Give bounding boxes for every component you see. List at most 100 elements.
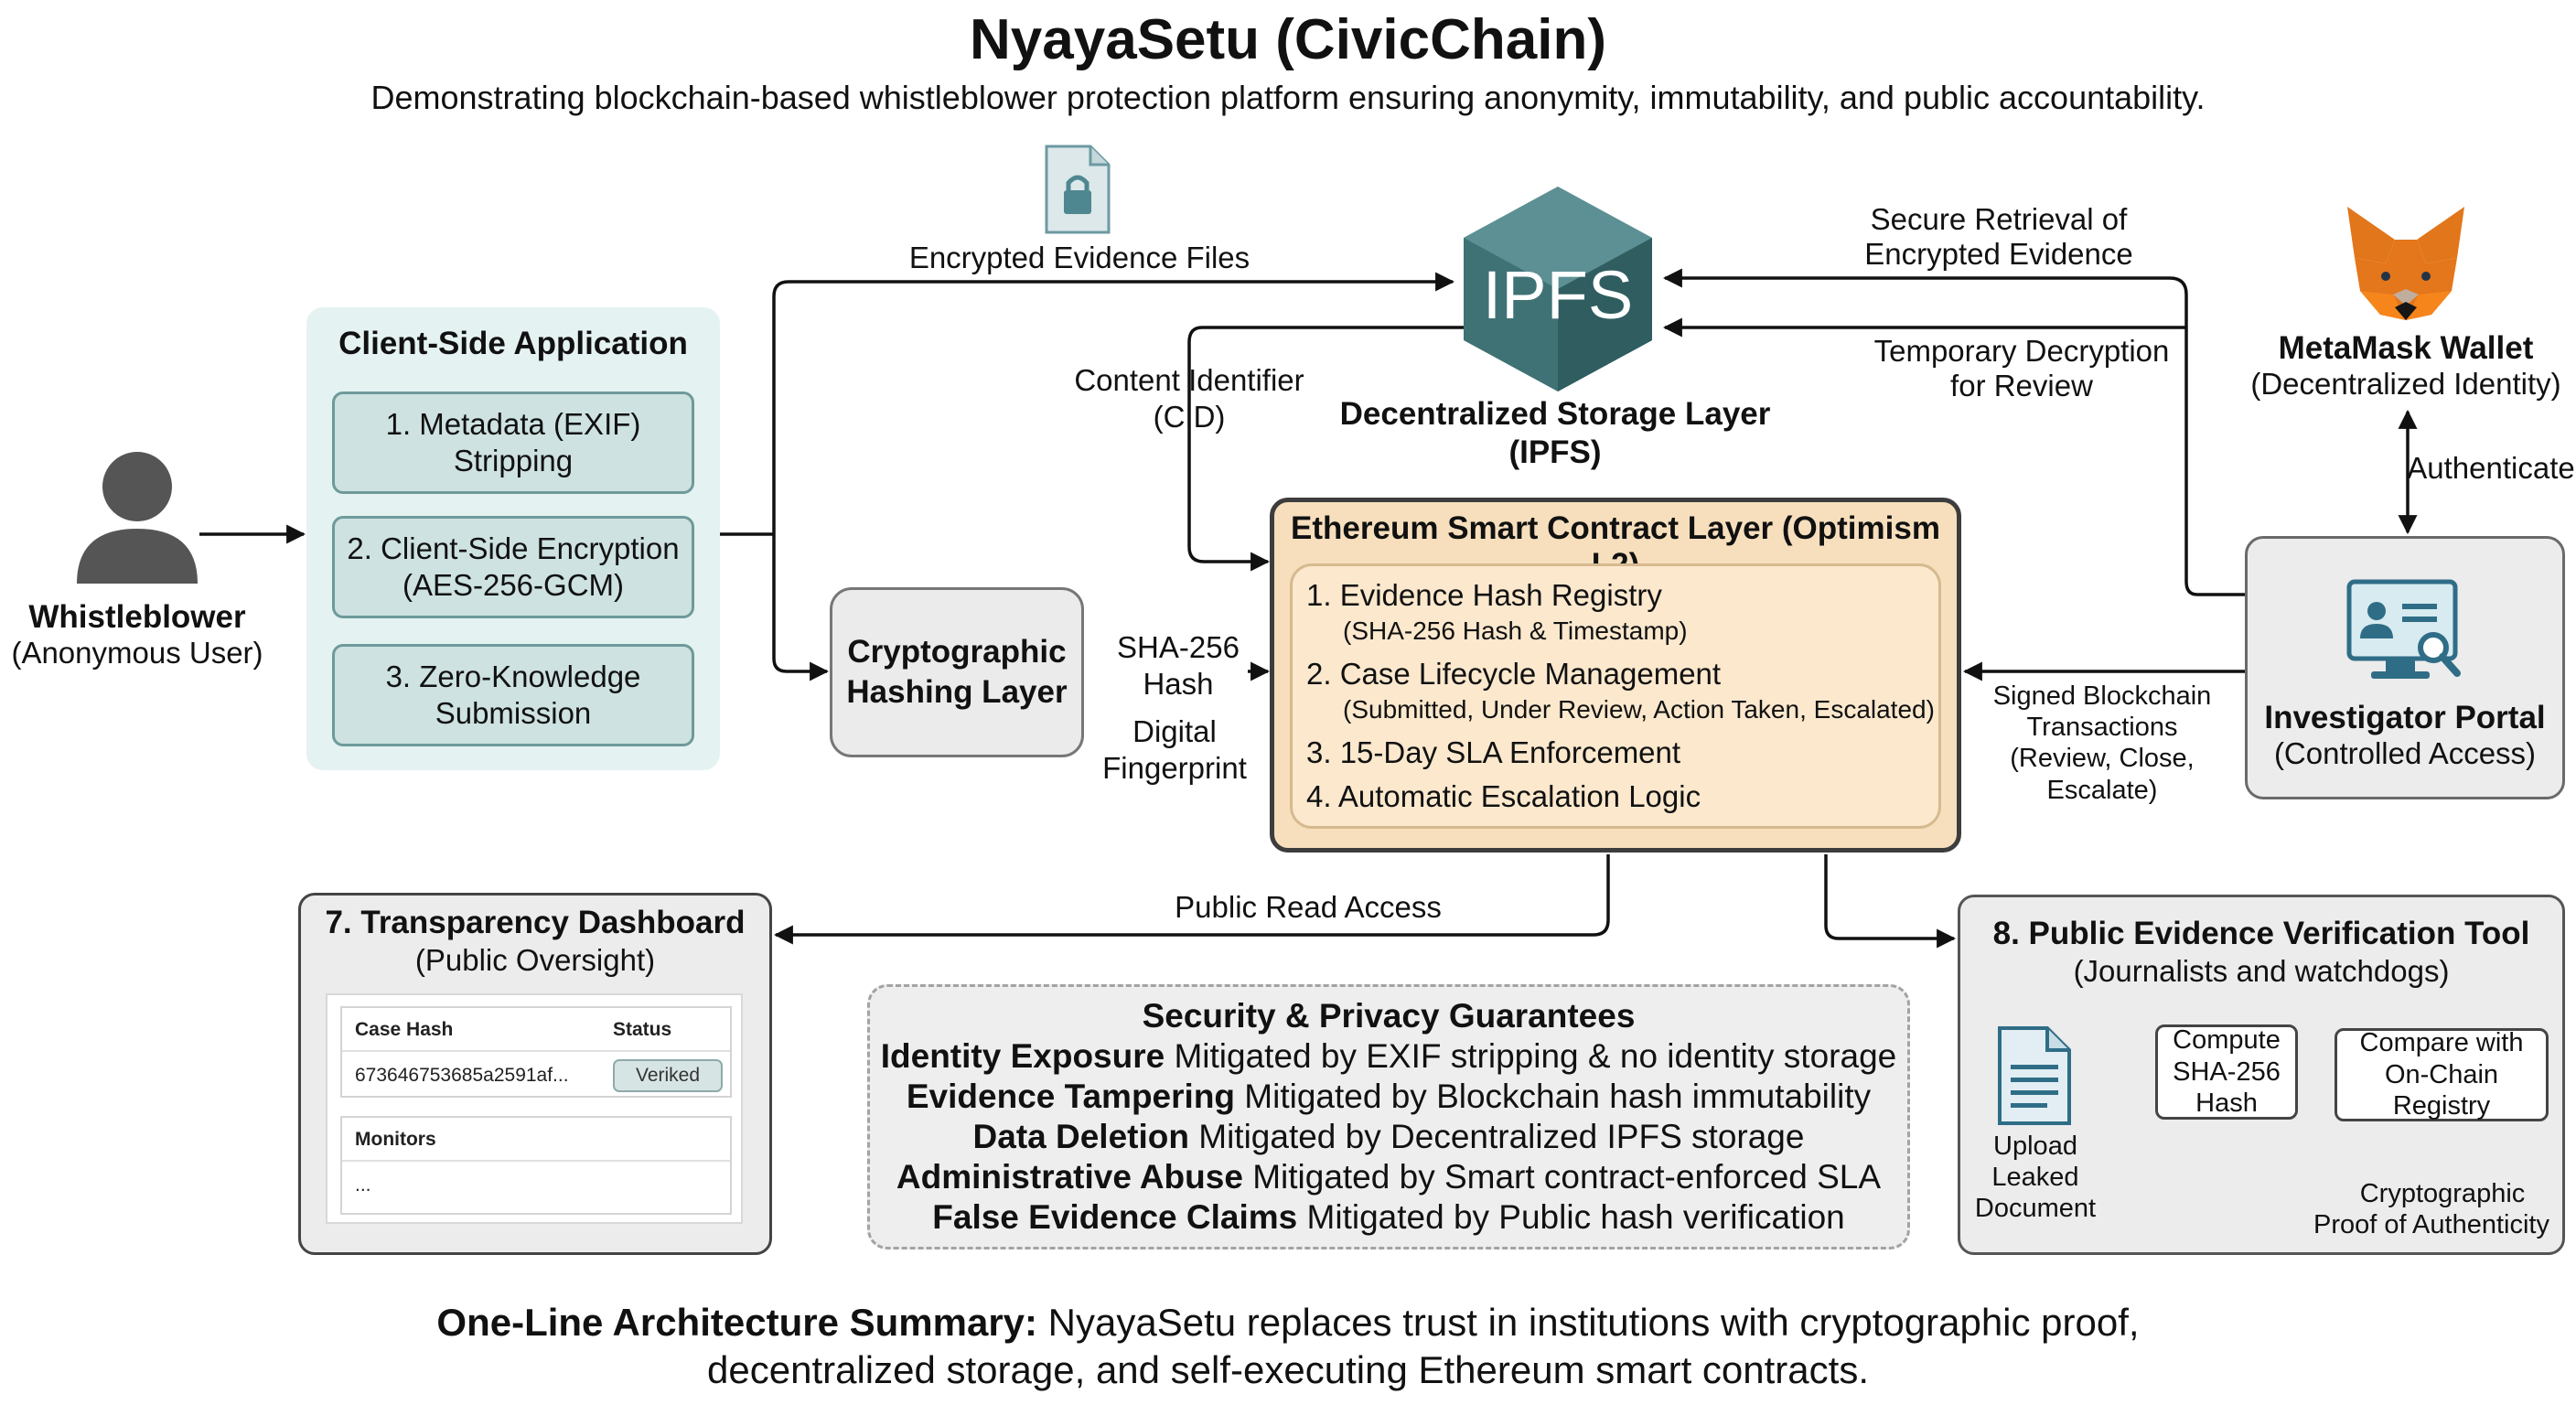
upload-label: Upload <box>1993 1132 2077 1161</box>
compare-label: Compare with <box>2359 1027 2524 1057</box>
contract-item-escalation: 4. Automatic Escalation Logic <box>1306 779 1701 813</box>
client-side-application-title: Client-Side Application <box>338 326 688 361</box>
guarantee-administrative-abuse: Administrative Abuse Mitigated by Smart … <box>867 1158 1910 1196</box>
step-label: Stripping <box>453 444 574 477</box>
diagram-title: NyayaSetu (CivicChain) <box>970 8 1606 71</box>
investigator-portal-name: Investigator Portal <box>2264 700 2546 735</box>
diagram-subtitle: Demonstrating blockchain-based whistlebl… <box>370 79 2206 116</box>
upload-label-3: Document <box>1974 1194 2097 1223</box>
guarantee-identity-exposure: Identity Exposure Mitigated by EXIF stri… <box>867 1037 1910 1076</box>
step-label: Submission <box>435 696 592 730</box>
step-label: 3. Zero-Knowledge <box>385 659 641 693</box>
contract-item-sla: 3. 15-Day SLA Enforcement <box>1306 735 1681 769</box>
summary-label: One-Line Architecture Summary: <box>436 1301 1038 1344</box>
hash-label: Hash <box>1143 667 1214 701</box>
compare-label: On-Chain Registry <box>2384 1059 2499 1121</box>
column-header-case-hash: Case Hash <box>355 1019 454 1040</box>
guarantee-false-evidence-claims: False Evidence Claims Mitigated by Publi… <box>867 1198 1910 1237</box>
proof-label: Cryptographic <box>2359 1179 2526 1208</box>
monitors-value: ... <box>355 1174 371 1196</box>
verification-tool-subtitle: (Journalists and watchdogs) <box>2073 954 2450 988</box>
monitors-header: Monitors <box>355 1129 436 1150</box>
table-divider <box>342 1160 730 1162</box>
secure-retrieval-label-2: Encrypted Evidence <box>1864 237 2133 271</box>
architecture-summary-line1: One-Line Architecture Summary: NyayaSetu… <box>0 1301 2576 1345</box>
transparency-dashboard-title: 7. Transparency Dashboard <box>325 905 746 940</box>
threat-label: Data Deletion <box>972 1118 1189 1155</box>
threat-label: False Evidence Claims <box>932 1198 1298 1236</box>
ethereum-layer-title: Ethereum Smart Contract Layer (Optimism … <box>1291 510 1940 583</box>
fingerprint-label: Fingerprint <box>1102 751 1247 785</box>
step-label: 1. Metadata (EXIF) <box>385 406 641 441</box>
signed-transactions-actions: (Review, Close, Escalate) <box>2010 744 2195 806</box>
ipfs-logo-text: IPFS <box>1482 257 1634 333</box>
step-label: 2. Client-Side Encryption <box>347 531 680 565</box>
temporary-decryption-label: Temporary Decryption <box>1873 334 2170 368</box>
whistleblower-name: Whistleblower <box>28 599 246 635</box>
client-step-encryption: 2. Client-Side Encryption(AES-256-GCM) <box>332 516 694 618</box>
mitigation-label: Mitigated by Public hash verification <box>1297 1198 1845 1236</box>
table-row: Case Hash Status 673646753685a2591af... … <box>340 1006 732 1098</box>
signed-transactions-label: Signed Blockchain <box>1992 681 2212 711</box>
contract-item-hash-registry: 1. Evidence Hash Registry <box>1306 578 1662 612</box>
security-guarantees-panel <box>867 984 1910 1249</box>
mitigation-label: Mitigated by Blockchain hash immutabilit… <box>1235 1078 1872 1115</box>
client-step-exif-stripping: 1. Metadata (EXIF)Stripping <box>332 391 694 494</box>
mitigation-label: Mitigated by Decentralized IPFS storage <box>1188 1118 1805 1155</box>
contract-item-sub: (SHA-256 Hash & Timestamp) <box>1343 617 1688 645</box>
hashing-label: Cryptographic <box>847 634 1067 670</box>
sha256-label: SHA-256 <box>1117 630 1240 664</box>
hashing-label: Hashing Layer <box>846 674 1068 710</box>
metamask-fox-icon <box>2347 207 2464 320</box>
public-read-access-label: Public Read Access <box>1175 890 1442 924</box>
signed-transactions-label-2: Transactions <box>2026 713 2178 742</box>
ethereum-contract-functions <box>1290 563 1941 829</box>
ipfs-hexagon-icon <box>1464 187 1652 391</box>
ipfs-caption: (IPFS) <box>1508 434 1602 470</box>
investigator-monitor-icon <box>2346 579 2461 679</box>
mitigation-label: Mitigated by EXIF stripping & no identit… <box>1165 1037 1897 1075</box>
compute-label: Hash <box>2195 1089 2258 1119</box>
cid-label-abbr: (CID) <box>1153 400 1226 434</box>
case-hash-value: 673646753685a2591af... <box>355 1065 569 1086</box>
threat-label: Administrative Abuse <box>896 1158 1243 1196</box>
architecture-summary-line2: decentralized storage, and self-executin… <box>707 1348 1869 1391</box>
guarantee-data-deletion: Data Deletion Mitigated by Decentralized… <box>867 1118 1910 1156</box>
proof-label-2: Proof of Authenticity <box>2313 1210 2549 1239</box>
mitigation-label: Mitigated by Smart contract-enforced SLA <box>1242 1158 1882 1196</box>
contract-item-lifecycle: 2. Case Lifecycle Management <box>1306 657 1722 691</box>
table-divider <box>342 1050 730 1052</box>
transparency-dashboard-subtitle: (Public Oversight) <box>414 943 656 977</box>
threat-label: Evidence Tampering <box>906 1078 1236 1115</box>
column-header-status: Status <box>613 1019 672 1040</box>
table-row: Monitors ... <box>340 1116 732 1215</box>
investigator-portal-role: (Controlled Access) <box>2273 736 2537 770</box>
digital-label: Digital <box>1132 714 1217 748</box>
temporary-decryption-label-2: for Review <box>1950 369 2093 402</box>
threat-label: Identity Exposure <box>880 1037 1165 1075</box>
security-guarantees-title: Security & Privacy Guarantees <box>1142 997 1636 1035</box>
upload-label-2: Leaked <box>1991 1163 2079 1192</box>
whistleblower-role: (Anonymous User) <box>11 636 263 670</box>
user-icon <box>77 452 198 584</box>
contract-item-sub: (Submitted, Under Review, Action Taken, … <box>1343 695 1935 724</box>
decentralized-storage-caption: Decentralized Storage Layer <box>1339 396 1771 432</box>
case-status-table: Case Hash Status 673646753685a2591af... … <box>326 993 743 1224</box>
encrypted-evidence-files-label: Encrypted Evidence Files <box>908 241 1250 274</box>
step-label: (AES-256-GCM) <box>402 568 625 602</box>
secure-retrieval-label: Secure Retrieval of <box>1870 202 2128 236</box>
cid-label: Content Identifier <box>1074 363 1304 397</box>
compute-label: SHA-256 <box>2173 1056 2281 1087</box>
summary-text: NyayaSetu replaces trust in institutions… <box>1037 1301 2140 1344</box>
document-icon <box>1998 1026 2071 1125</box>
authenticate-label: Authenticate <box>2407 451 2575 485</box>
guarantee-evidence-tampering: Evidence Tampering Mitigated by Blockcha… <box>867 1078 1910 1116</box>
locked-file-icon <box>1045 145 1111 234</box>
verification-tool-title: 8. Public Evidence Verification Tool <box>1992 916 2530 951</box>
status-badge: Veriked <box>613 1059 723 1092</box>
metamask-wallet-role: (Decentralized Identity) <box>2250 367 2561 401</box>
